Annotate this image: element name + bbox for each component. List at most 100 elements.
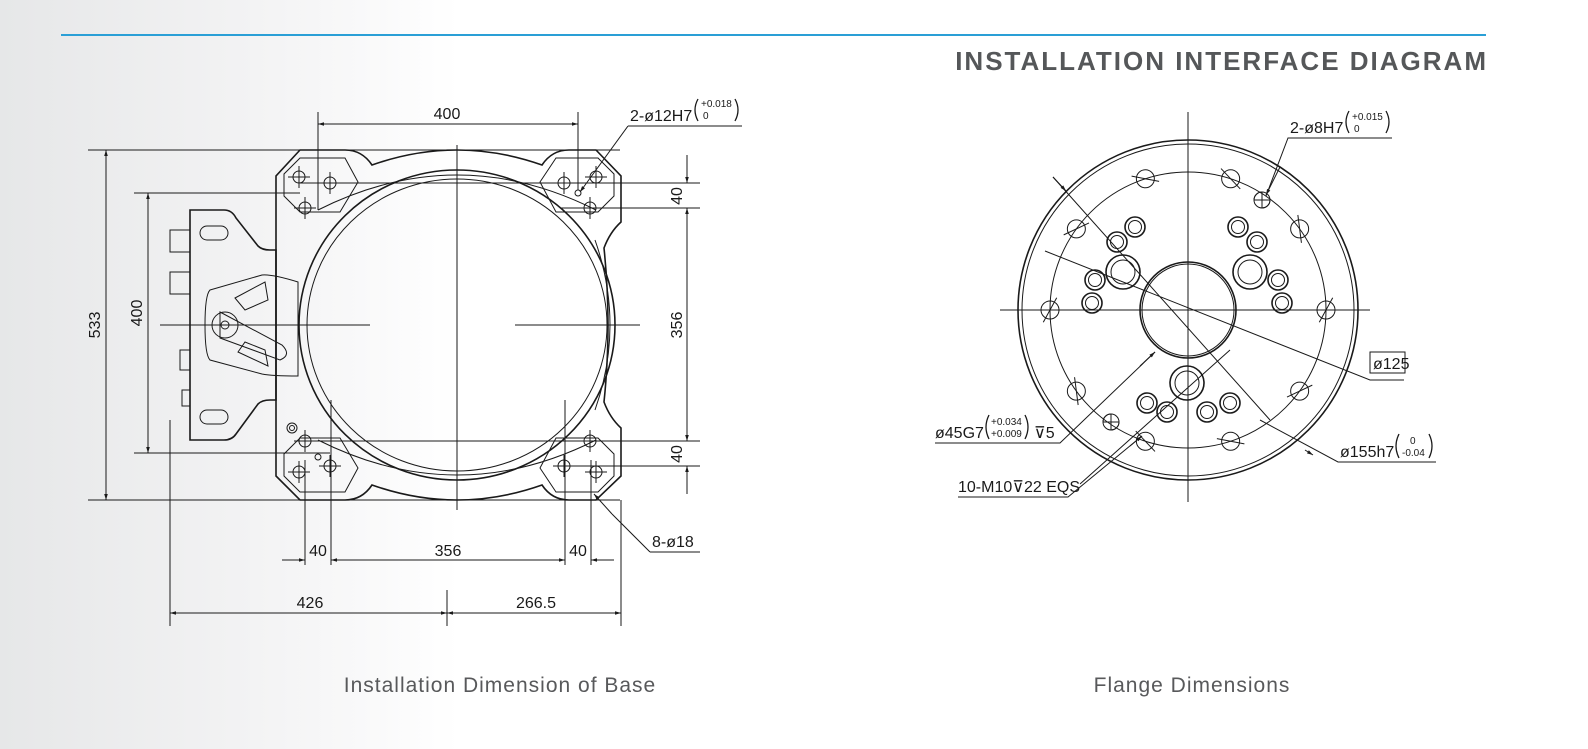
leader-arrow: [1304, 449, 1314, 456]
slot: [199, 409, 229, 425]
paren-open: [1345, 110, 1350, 134]
counterbore-hole-inner: [1271, 273, 1285, 287]
flange-caption: Flange Dimensions: [1093, 674, 1291, 697]
base-caption: Installation Dimension of Base: [343, 674, 657, 697]
thread-hole: [1066, 381, 1086, 401]
dim-height-400: 400: [129, 300, 146, 327]
controller-box: [189, 209, 277, 441]
large-hole-inner: [1174, 370, 1200, 396]
flange-holes: [1040, 168, 1336, 452]
thread-hole-mark: [1063, 222, 1090, 236]
leader-arrow: [1052, 176, 1067, 192]
dim-bottom-40-left: 40: [309, 543, 327, 560]
center-lines: [1000, 112, 1370, 502]
leader-arrow: [1129, 435, 1143, 447]
thread-hole-mark: [1297, 214, 1302, 243]
leader-arrow: [1139, 351, 1156, 367]
connector: [181, 389, 191, 407]
hole-crosshair: [288, 461, 310, 483]
connector: [179, 349, 191, 371]
counterbore-hole: [1219, 392, 1241, 414]
base-drawing: 400 533 400 40 356 40 40 356 40 426 266.…: [87, 98, 742, 626]
thread-hole: [1066, 219, 1086, 239]
corner-pad: [539, 437, 615, 493]
flange-thread-label: 10-M10⊽22 EQS: [958, 479, 1080, 496]
dim-top-400: 400: [434, 106, 461, 123]
dim-right-356: 356: [669, 312, 686, 339]
arm-link: [219, 311, 287, 361]
thread-hole-mark: [1131, 175, 1160, 182]
counterbore-hole-inner: [1085, 296, 1099, 310]
arm-ribs: [234, 281, 269, 367]
corner-pad: [539, 157, 615, 213]
flange-pin-tol-lower: 0: [1354, 124, 1360, 135]
leader-arrow: [593, 493, 613, 515]
counterbore-hole: [1227, 216, 1249, 238]
thread-hole: [1290, 219, 1310, 239]
counterbore-hole-inner: [1128, 220, 1142, 234]
base-pin-tol-upper: +0.018: [701, 99, 732, 110]
extension-lines: [300, 182, 700, 467]
leader-arrow: [1265, 166, 1281, 196]
thread-hole: [1135, 169, 1155, 189]
page-title: INSTALLATION INTERFACE DIAGRAM: [955, 46, 1488, 76]
extension-lines: [304, 400, 592, 565]
counterbore-hole-inner: [1160, 405, 1174, 419]
paren-open: [985, 414, 990, 440]
ground-screw-center: [289, 425, 295, 431]
dim-right-40-bottom: 40: [669, 445, 686, 463]
counterbore-hole-inner: [1223, 396, 1237, 410]
flange-pitch-diameter: ø125: [1373, 356, 1410, 373]
thread-hole: [1290, 381, 1310, 401]
counterbore-hole: [1124, 216, 1146, 238]
flange-bore-label: ø45G7: [935, 425, 984, 442]
hole-crosshair: [585, 461, 607, 483]
connector: [169, 271, 191, 295]
paren-open: [694, 98, 699, 122]
counterbore-hole-inner: [1250, 235, 1264, 249]
dim-height-533: 533: [87, 312, 104, 339]
extension-lines: [134, 192, 330, 454]
dowel-pin-fill: [1253, 191, 1271, 209]
paren-close: [1428, 433, 1433, 459]
counterbore-hole-inner: [1275, 296, 1289, 310]
dim-bottom-356: 356: [435, 543, 462, 560]
paren-close: [734, 98, 739, 122]
leader-lines: [1044, 176, 1404, 485]
thread-hole-mark: [1318, 297, 1334, 323]
arm-housing: [204, 274, 299, 377]
counterbore-hole-inner: [1140, 396, 1154, 410]
flange-bore-tol-lower: +0.009: [991, 429, 1022, 440]
counterbore-hole-inner: [1110, 235, 1124, 249]
thread-hole-mark: [1074, 377, 1079, 406]
counterbore-hole: [1246, 231, 1268, 253]
counterbore-hole-inner: [1200, 405, 1214, 419]
corner-pad: [283, 157, 359, 213]
thread-hole-mark: [1286, 384, 1313, 398]
connector: [169, 229, 191, 253]
extension-lines: [88, 149, 620, 501]
extension-lines: [169, 420, 622, 626]
dowel-hole: [314, 453, 322, 461]
large-hole: [1169, 365, 1205, 401]
thread-hole-mark: [1135, 430, 1156, 452]
hole-crosshair: [288, 166, 310, 188]
paren-close: [1385, 110, 1390, 134]
dim-426: 426: [297, 595, 324, 612]
flange-drawing: 2-ø8H7 +0.015 0 ø125 ø45G7 +0.034 +0.009…: [935, 110, 1436, 502]
ground-screw: [286, 422, 298, 434]
corner-pad: [283, 437, 359, 493]
slot: [199, 225, 229, 241]
thread-hole-mark: [1220, 168, 1241, 190]
flange-bore-depth: ⊽5: [1034, 425, 1055, 442]
counterbore-hole: [1156, 401, 1178, 423]
leader-line: [1259, 419, 1436, 463]
flange-pin-label: 2-ø8H7: [1290, 120, 1343, 137]
counterbore-hole-inner: [1231, 220, 1245, 234]
counterbore-hole: [1267, 269, 1289, 291]
thread-hole: [1221, 431, 1241, 451]
counterbore-hole: [1084, 269, 1106, 291]
flange-bore-tol-upper: +0.034: [991, 417, 1022, 428]
dim-bottom-40-right: 40: [569, 543, 587, 560]
